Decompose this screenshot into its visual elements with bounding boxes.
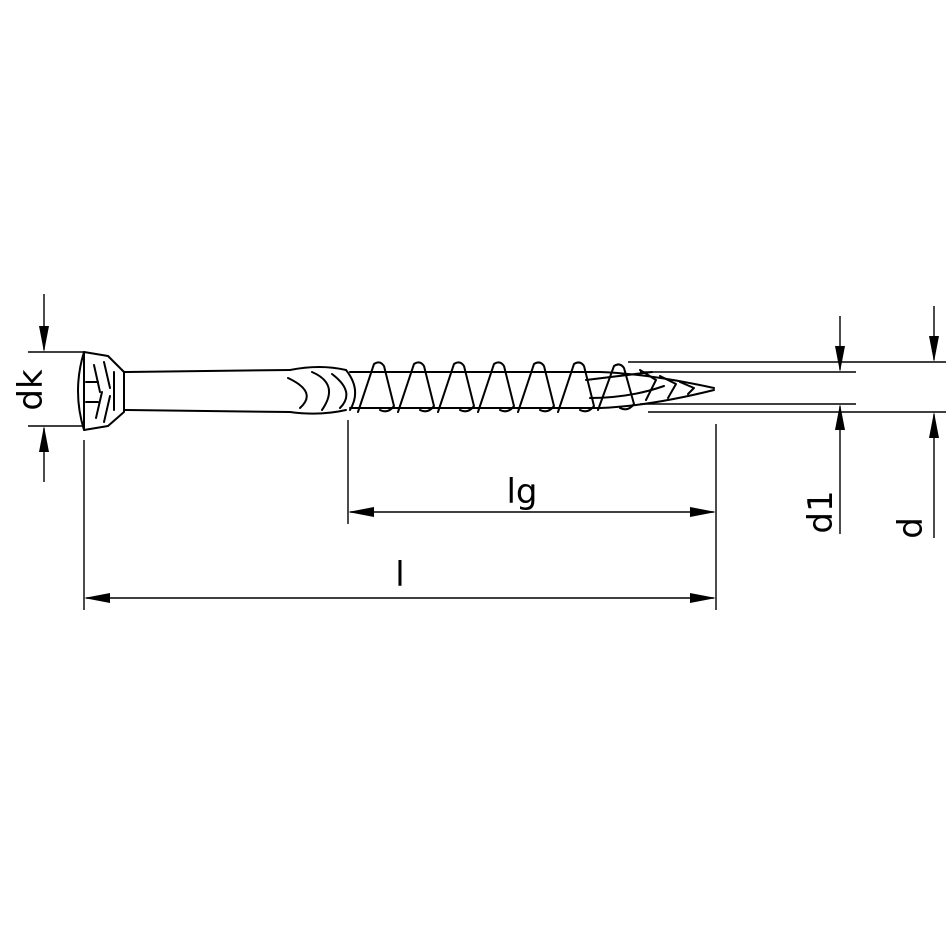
dimension-d: d [628, 306, 946, 539]
dimension-dk: dk [11, 294, 84, 482]
label-lg: lg [506, 472, 537, 512]
dimension-l: l [83, 440, 716, 610]
label-d1: d1 [801, 490, 841, 533]
label-l: l [395, 555, 404, 595]
screw-thread [349, 361, 715, 413]
screw-cutter [287, 366, 357, 415]
label-dk: dk [11, 369, 51, 411]
screw-shank [123, 369, 291, 413]
label-d: d [891, 517, 931, 539]
dimension-d1: d1 [640, 316, 856, 534]
screw-head [77, 351, 125, 431]
dimension-lg: lg [347, 420, 717, 610]
